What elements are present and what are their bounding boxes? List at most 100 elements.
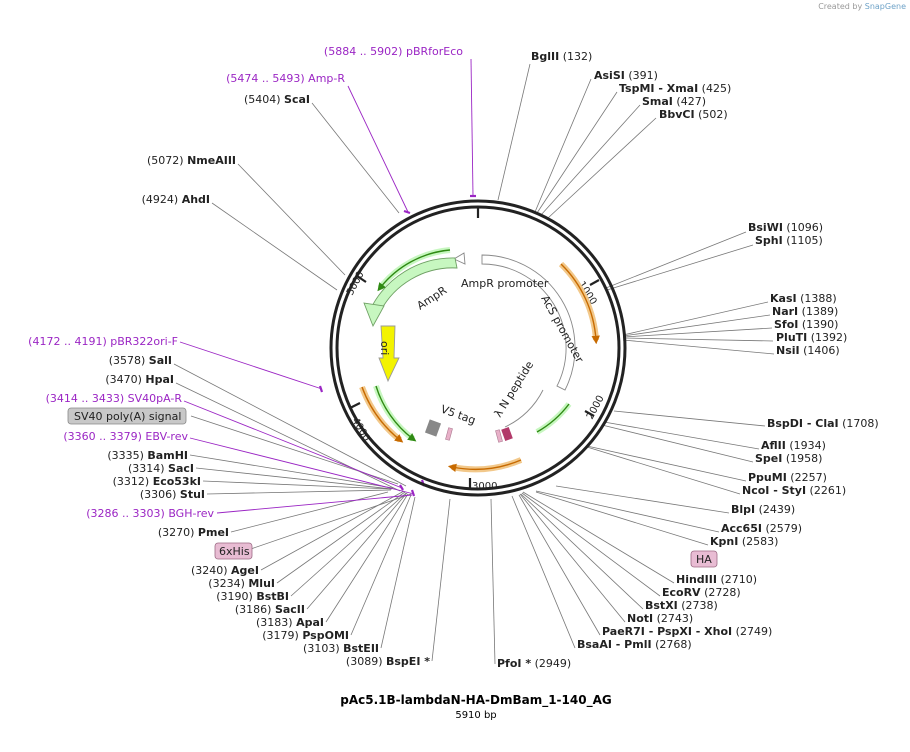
site-label-right: BsiWI (1096): [748, 221, 823, 234]
site-label-right: SmaI (427): [642, 95, 706, 108]
ampr-promoter-label: AmpR promoter: [461, 277, 549, 290]
tick-5000: 5000: [345, 270, 367, 298]
site-name: NotI: [627, 612, 653, 625]
site-position: (2710): [717, 573, 757, 586]
site-name: SacII: [275, 603, 305, 616]
ampr-label: AmpR: [415, 284, 450, 313]
site-position: (3314): [128, 462, 168, 475]
primer-leaders: [179, 58, 474, 514]
primer-label: (3286 .. 3303) BGH-rev: [86, 507, 214, 520]
tick-marks: [349, 207, 600, 489]
site-name: PpuMI: [748, 471, 787, 484]
site-position: (2768): [652, 638, 692, 651]
snapgene-credit: Created by SnapGene: [818, 2, 906, 11]
orange-arcs: [359, 261, 600, 473]
site-name: SmaI: [642, 95, 673, 108]
site-name: BbvCI: [659, 108, 695, 121]
site-name: SphI: [755, 234, 783, 247]
feature-arrows: [363, 252, 576, 443]
lambda-n-block: [501, 426, 513, 442]
site-label-right: PpuMI (2257): [748, 471, 827, 484]
site-position: (3306): [140, 488, 180, 501]
site-name: ApaI: [296, 616, 324, 629]
site-label-left: (5072) NmeAIII: [147, 154, 236, 167]
site-label-right: HindIII (2710): [676, 573, 757, 586]
site-position: (2949): [531, 657, 571, 670]
site-label-right: NcoI - StyI (2261): [742, 484, 846, 497]
site-label-right: EcoRV (2728): [662, 586, 741, 599]
site-label-left: (3306) StuI: [140, 488, 205, 501]
site-label-right: PfoI * (2949): [497, 657, 571, 670]
site-position: (5072): [147, 154, 187, 167]
site-label-right: BstXI (2738): [645, 599, 718, 612]
site-name: SpeI: [755, 452, 782, 465]
site-name: Acc65I: [721, 522, 762, 535]
green-arcs: [373, 247, 572, 442]
site-name: KpnI: [710, 535, 738, 548]
site-label-right: BlpI (2439): [731, 503, 795, 516]
site-position: (391): [625, 69, 658, 82]
site-position: (2743): [653, 612, 693, 625]
site-label-right: BsaAI - PmlI (2768): [577, 638, 692, 651]
primer-label: (3360 .. 3379) EBV-rev: [63, 430, 188, 443]
primer-marks: [318, 194, 476, 497]
site-position: (2261): [806, 484, 846, 497]
site-position: (1934): [786, 439, 826, 452]
site-position: (2738): [678, 599, 718, 612]
site-label-left: (3089) BspEI *: [346, 655, 430, 668]
site-position: (5404): [244, 93, 284, 106]
sv40-polya-label: SV40 poly(A) signal: [74, 410, 181, 423]
site-name: SfoI: [774, 318, 798, 331]
v5-tag-block: [424, 419, 442, 437]
site-name: AsiSI: [594, 69, 625, 82]
site-position: (2749): [732, 625, 772, 638]
site-position: (3578): [109, 354, 149, 367]
site-name: BamHI: [147, 449, 188, 462]
site-position: (2257): [787, 471, 827, 484]
site-position: (4924): [142, 193, 182, 206]
site-name: BstXI: [645, 599, 678, 612]
site-name: PfoI *: [497, 657, 531, 670]
site-position: (1389): [798, 305, 838, 318]
ori-label: ori: [378, 341, 391, 355]
left-site-labels: (5072) NmeAIII(4924) AhdI(5404) ScaI(357…: [105, 93, 430, 668]
primer-label: (4172 .. 4191) pBR322ori-F: [28, 335, 178, 348]
site-position: (3089): [346, 655, 386, 668]
site-label-right: KpnI (2583): [710, 535, 778, 548]
site-label-left: (3312) Eco53kI: [113, 475, 201, 488]
site-label-left: (3470) HpaI: [105, 373, 174, 386]
site-name: StuI: [180, 488, 205, 501]
site-name: AhdI: [182, 193, 210, 206]
site-name: NcoI - StyI: [742, 484, 806, 497]
primer-label: (3414 .. 3433) SV40pA-R: [46, 392, 183, 405]
site-position: (1392): [807, 331, 847, 344]
acs-promoter-arrow: [481, 254, 576, 391]
site-name: MluI: [248, 577, 275, 590]
site-position: (1958): [782, 452, 822, 465]
site-label-right: NotI (2743): [627, 612, 693, 625]
site-position: (2728): [701, 586, 741, 599]
ori-arrow: [378, 325, 400, 383]
site-label-left: (3179) PspOMI: [262, 629, 349, 642]
site-position: (3240): [191, 564, 231, 577]
site-label-right: NarI (1389): [772, 305, 838, 318]
site-name: PspOMI: [302, 629, 349, 642]
site-position: (3183): [256, 616, 296, 629]
site-label-left: (3190) BstBI: [216, 590, 289, 603]
site-name: BspDI - ClaI: [767, 417, 839, 430]
site-position: (3270): [158, 526, 198, 539]
site-name: Eco53kI: [153, 475, 201, 488]
tick-3000: 3000: [472, 481, 497, 492]
site-name: HpaI: [145, 373, 174, 386]
site-position: (132): [559, 50, 592, 63]
site-label-right: TspMI - XmaI (425): [619, 82, 731, 95]
site-name: AgeI: [231, 564, 259, 577]
site-label-right: KasI (1388): [770, 292, 837, 305]
primer-label: (5884 .. 5902) pBRforEco: [324, 45, 463, 58]
primer-labels: (5884 .. 5902) pBRforEco(5474 .. 5493) A…: [28, 45, 463, 520]
site-name: NmeAIII: [187, 154, 236, 167]
site-position: (3470): [105, 373, 145, 386]
site-label-right: PluTI (1392): [776, 331, 847, 344]
leader-lines: [173, 63, 775, 665]
